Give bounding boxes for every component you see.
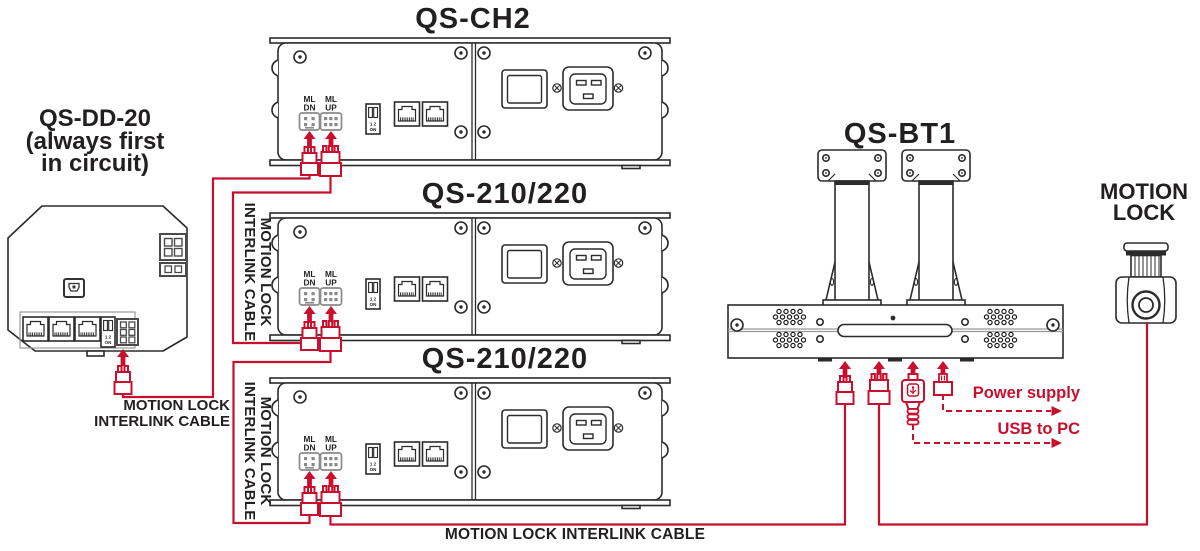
- cable-power-supply-dashed: [942, 394, 1051, 412]
- title-qs-210-220-a: QS-210/220: [421, 178, 589, 210]
- dd20-top-right-connector: [159, 233, 187, 261]
- motion-lock-estop: [1115, 242, 1177, 324]
- qs-dd20-device: [7, 205, 188, 357]
- bottom-cable-label: MOTION LOCK INTERLINK CABLE: [444, 526, 706, 543]
- power-plug: [933, 373, 953, 396]
- estop-cable-gland: [1131, 290, 1161, 320]
- power-supply-label: Power supply: [972, 384, 1080, 402]
- cable-unit2-to-unit3: [232, 340, 332, 525]
- title-qs-bt1: QS-BT1: [843, 118, 957, 150]
- dashed-arrowheads: [1051, 406, 1062, 448]
- qs-bt1-device: [727, 150, 1064, 362]
- dd20-usb-port: [63, 278, 85, 298]
- title-qs-210-220-b: QS-210/220: [421, 343, 589, 375]
- dd20-cable-label: MOTION LOCK INTERLINK CABLE: [94, 397, 230, 430]
- vertical-cable-label-2: MOTION LOCK INTERLINK CABLE: [241, 381, 274, 521]
- title-qs-ch2: QS-CH2: [415, 3, 531, 35]
- usb-plug: [901, 373, 925, 426]
- cable-usb-dashed: [912, 424, 1051, 444]
- dd20-interlink-connector: [116, 318, 139, 346]
- vertical-cable-label-1: MOTION LOCK INTERLINK CABLE: [241, 202, 274, 342]
- title-motion-lock: MOTION LOCK: [1100, 179, 1188, 225]
- bt1-handle-slot: [837, 323, 953, 338]
- title-qs-dd20: QS-DD-20 (always first in circuit): [25, 105, 165, 177]
- usb-to-pc-label: USB to PC: [997, 420, 1081, 438]
- dd20-two-pin-connector: [159, 262, 187, 277]
- cable-bt1-to-motion-lock: [877, 322, 1149, 526]
- cable-dd20-to-ch2: [121, 168, 311, 399]
